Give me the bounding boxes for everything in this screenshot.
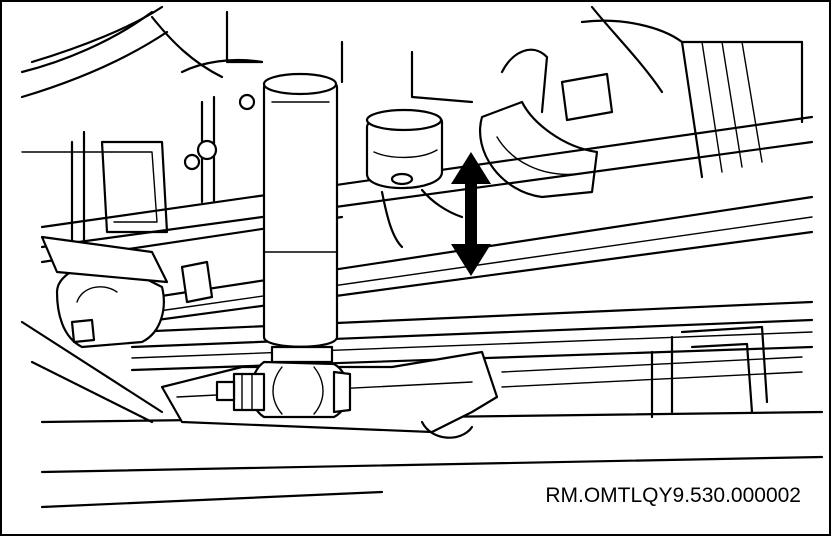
movement-arrow bbox=[451, 152, 491, 276]
upper-right-structure bbox=[340, 5, 804, 199]
shock-absorber bbox=[262, 72, 339, 364]
lower-mount bbox=[215, 360, 352, 419]
fittings bbox=[70, 93, 256, 344]
reference-code: RM.OMTLQY9.530.000002 bbox=[545, 484, 801, 507]
bump-stop bbox=[365, 108, 464, 249]
upper-left-hoses bbox=[20, 5, 264, 304]
leaf-spring bbox=[40, 235, 814, 372]
